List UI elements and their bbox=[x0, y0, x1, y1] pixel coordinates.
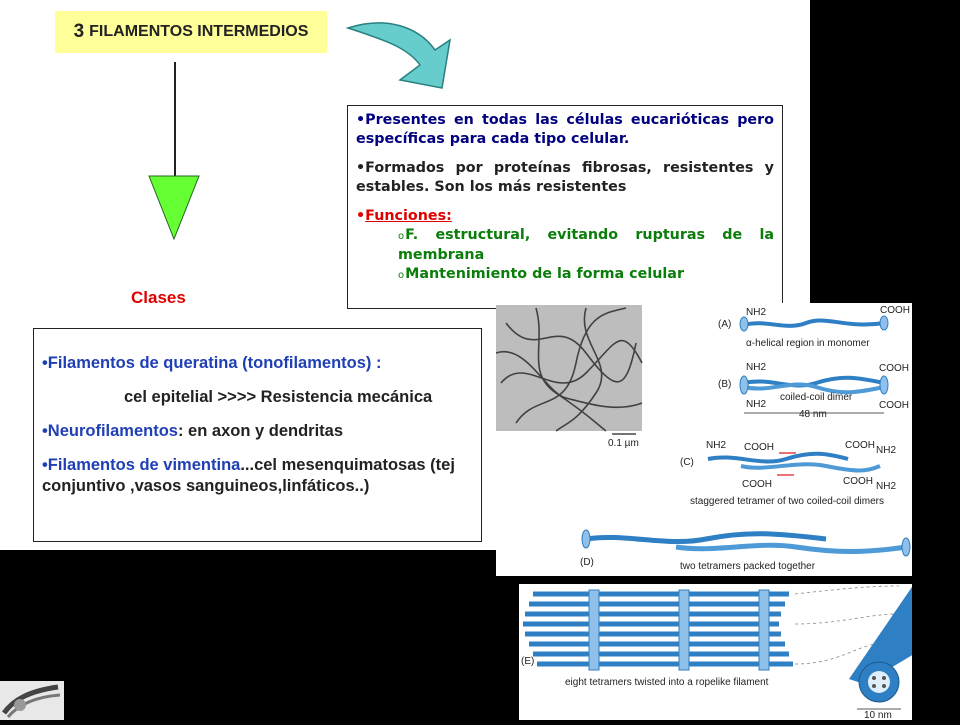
funciones-label: Funciones: bbox=[365, 208, 452, 224]
funcion-forma-text: Mantenimiento de la forma celular bbox=[405, 266, 684, 282]
vimentina-rest: ...cel mesenquimatosas (tej conjuntivo ,… bbox=[42, 456, 455, 495]
panel-c-caption: staggered tetramer of two coiled-coil di… bbox=[690, 496, 884, 507]
panel-c-cooh-right: COOH bbox=[845, 440, 875, 451]
down-triangle-icon bbox=[148, 175, 200, 241]
panel-e-label: (E) bbox=[521, 656, 534, 667]
panel-d-label: (D) bbox=[580, 557, 594, 568]
panel-b-caption: coiled-coil dimer bbox=[780, 392, 853, 403]
micrograph-fibers bbox=[496, 307, 643, 432]
clase-queratina-detail: cel epitelial >>>> Resistencia mecánica bbox=[124, 388, 433, 406]
funciones-bullet: • bbox=[356, 208, 366, 224]
panel-c-cooh-top: COOH bbox=[744, 442, 774, 453]
panel-b-length: 48 nm bbox=[799, 409, 827, 420]
curved-arrow-icon bbox=[345, 22, 452, 89]
title-box: 3 FILAMENTOS INTERMEDIOS bbox=[55, 11, 327, 53]
logo-icon bbox=[1, 684, 61, 718]
panel-c-cooh-bottom: COOH bbox=[742, 479, 772, 490]
info-formados: •Formados por proteínas fibrosas, resist… bbox=[356, 160, 774, 195]
rope-filament bbox=[849, 586, 912, 684]
tetramer-bottom bbox=[740, 462, 881, 473]
panel-a-nh2: NH2 bbox=[746, 307, 766, 318]
title-number: 3 bbox=[73, 21, 85, 42]
panel-d-caption: two tetramers packed together bbox=[680, 561, 816, 572]
clase-queratina: •Filamentos de queratina (tonofilamentos… bbox=[42, 354, 382, 372]
panel-e-caption: eight tetramers twisted into a ropelike … bbox=[565, 677, 769, 688]
clases-box: •Filamentos de queratina (tonofilamentos… bbox=[33, 328, 482, 542]
panel-b-nh2-top: NH2 bbox=[746, 362, 766, 373]
panel-a-cooh: COOH bbox=[880, 305, 910, 316]
panel-c-nh2-bottom-right: NH2 bbox=[876, 481, 896, 492]
info-box: •Presentes en todas las células eucariót… bbox=[347, 105, 783, 309]
funcion-estructural: oF. estructural, evitando rupturas de la… bbox=[356, 226, 774, 265]
bundle-knots bbox=[588, 589, 770, 671]
micrograph-image bbox=[496, 305, 642, 431]
dimer-strand-1 bbox=[743, 375, 885, 388]
sub-bullet-icon: o bbox=[398, 231, 405, 242]
packed-tetramer-1 bbox=[585, 531, 827, 545]
slide-canvas: 3 FILAMENTOS INTERMEDIOS Clases •Present… bbox=[0, 0, 810, 550]
panel-e-diameter: 10 nm bbox=[864, 710, 892, 720]
packed-tetramer-2 bbox=[675, 542, 907, 554]
panel-b-nh2-bottom: NH2 bbox=[746, 399, 766, 410]
tetramer-bundle bbox=[523, 591, 793, 667]
sub-bullet-icon: o bbox=[398, 270, 405, 281]
assembly-diagram: 0.1 µm (A) NH2 COOH α-helical region in … bbox=[496, 305, 911, 572]
dimer-strand-2 bbox=[743, 382, 885, 395]
panel-a-caption: α-helical region in monomer bbox=[746, 338, 870, 349]
scale-bar-label: 0.1 µm bbox=[608, 438, 639, 449]
tetramer-top bbox=[707, 451, 849, 464]
info-presentes: •Presentes en todas las células eucariót… bbox=[356, 112, 774, 147]
ropelike-diagram: (E) eight tetramers twisted into a ropel… bbox=[521, 585, 912, 720]
panel-c-nh2-left: NH2 bbox=[706, 440, 726, 451]
panel-b-label: (B) bbox=[718, 379, 731, 390]
funcion-estructural-text: F. estructural, evitando rupturas de la … bbox=[398, 227, 774, 263]
clase-vimentina: •Filamentos de vimentina...cel mesenquim… bbox=[42, 455, 473, 497]
panel-b-cooh-bottom: COOH bbox=[879, 400, 909, 411]
title-text: FILAMENTOS INTERMEDIOS bbox=[89, 23, 309, 40]
logo-image bbox=[0, 681, 64, 720]
ropelike-filament-figure: (E) eight tetramers twisted into a ropel… bbox=[519, 584, 912, 720]
filament-assembly-figure: 0.1 µm (A) NH2 COOH α-helical region in … bbox=[496, 303, 912, 576]
vimentina-name: •Filamentos de vimentina bbox=[42, 456, 241, 474]
panel-c-cooh-bottom-right: COOH bbox=[843, 476, 873, 487]
panel-a-label: (A) bbox=[718, 319, 731, 330]
panel-c-nh2-right: NH2 bbox=[876, 445, 896, 456]
monomer-strand bbox=[743, 318, 885, 328]
panel-b-cooh-top: COOH bbox=[879, 363, 909, 374]
funcion-forma: oMantenimiento de la forma celular bbox=[356, 265, 774, 285]
vertical-arrow-line bbox=[174, 62, 176, 180]
neuro-name: •Neurofilamentos bbox=[42, 422, 178, 440]
neuro-rest: : en axon y dendritas bbox=[177, 422, 344, 440]
panel-c-label: (C) bbox=[680, 457, 694, 468]
clases-label: Clases bbox=[131, 288, 186, 307]
clase-neurofilamentos: •Neurofilamentos: en axon y dendritas bbox=[42, 421, 473, 442]
